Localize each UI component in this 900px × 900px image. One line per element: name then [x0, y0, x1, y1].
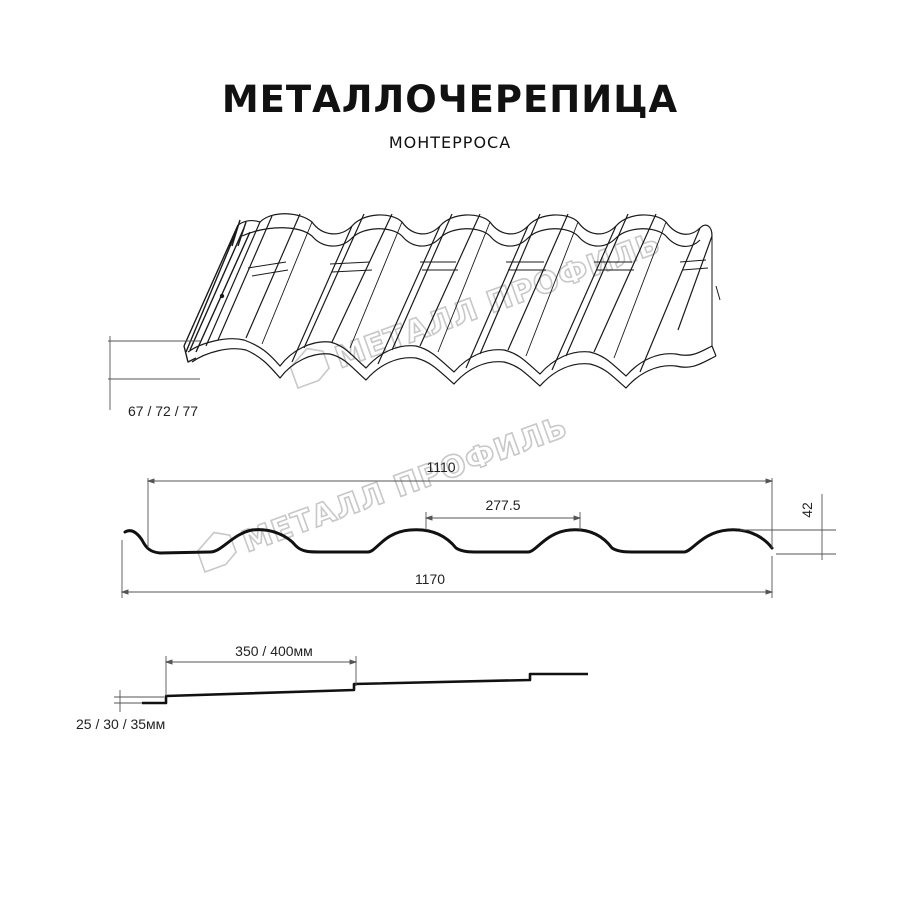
- wave-pitch-dimension: [424, 512, 582, 530]
- step-length-label: 350 / 400мм: [235, 643, 313, 659]
- step-length-dimension: [164, 656, 358, 696]
- tile-height-label: 67 / 72 / 77: [128, 403, 198, 419]
- tile-height-dimension: [108, 336, 200, 410]
- watermark-profile: МЕТАЛЛ ПРОФИЛЬ: [196, 409, 573, 574]
- wave-profile-section: [123, 528, 774, 555]
- wave-pitch-label: 277.5: [485, 497, 520, 513]
- useful-width-dimension: [146, 478, 774, 548]
- wave-height-label: 42: [799, 502, 815, 518]
- watermark-text-top: МЕТАЛЛ ПРОФИЛЬ: [331, 226, 666, 376]
- tile-sheet-3d-view: [183, 213, 721, 389]
- step-height-dimension: [114, 690, 164, 712]
- total-width-dimension: [120, 540, 774, 598]
- step-profile-section: [142, 672, 588, 705]
- product-subtitle: МОНТЕРРОСА: [388, 133, 512, 152]
- useful-width-label: 1110: [426, 459, 455, 475]
- step-height-label: 25 / 30 / 35мм: [76, 716, 165, 732]
- wave-height-dimension: [740, 494, 836, 560]
- total-width-label: 1170: [415, 571, 445, 587]
- product-title: МЕТАЛЛОЧЕРЕПИЦА: [221, 78, 679, 121]
